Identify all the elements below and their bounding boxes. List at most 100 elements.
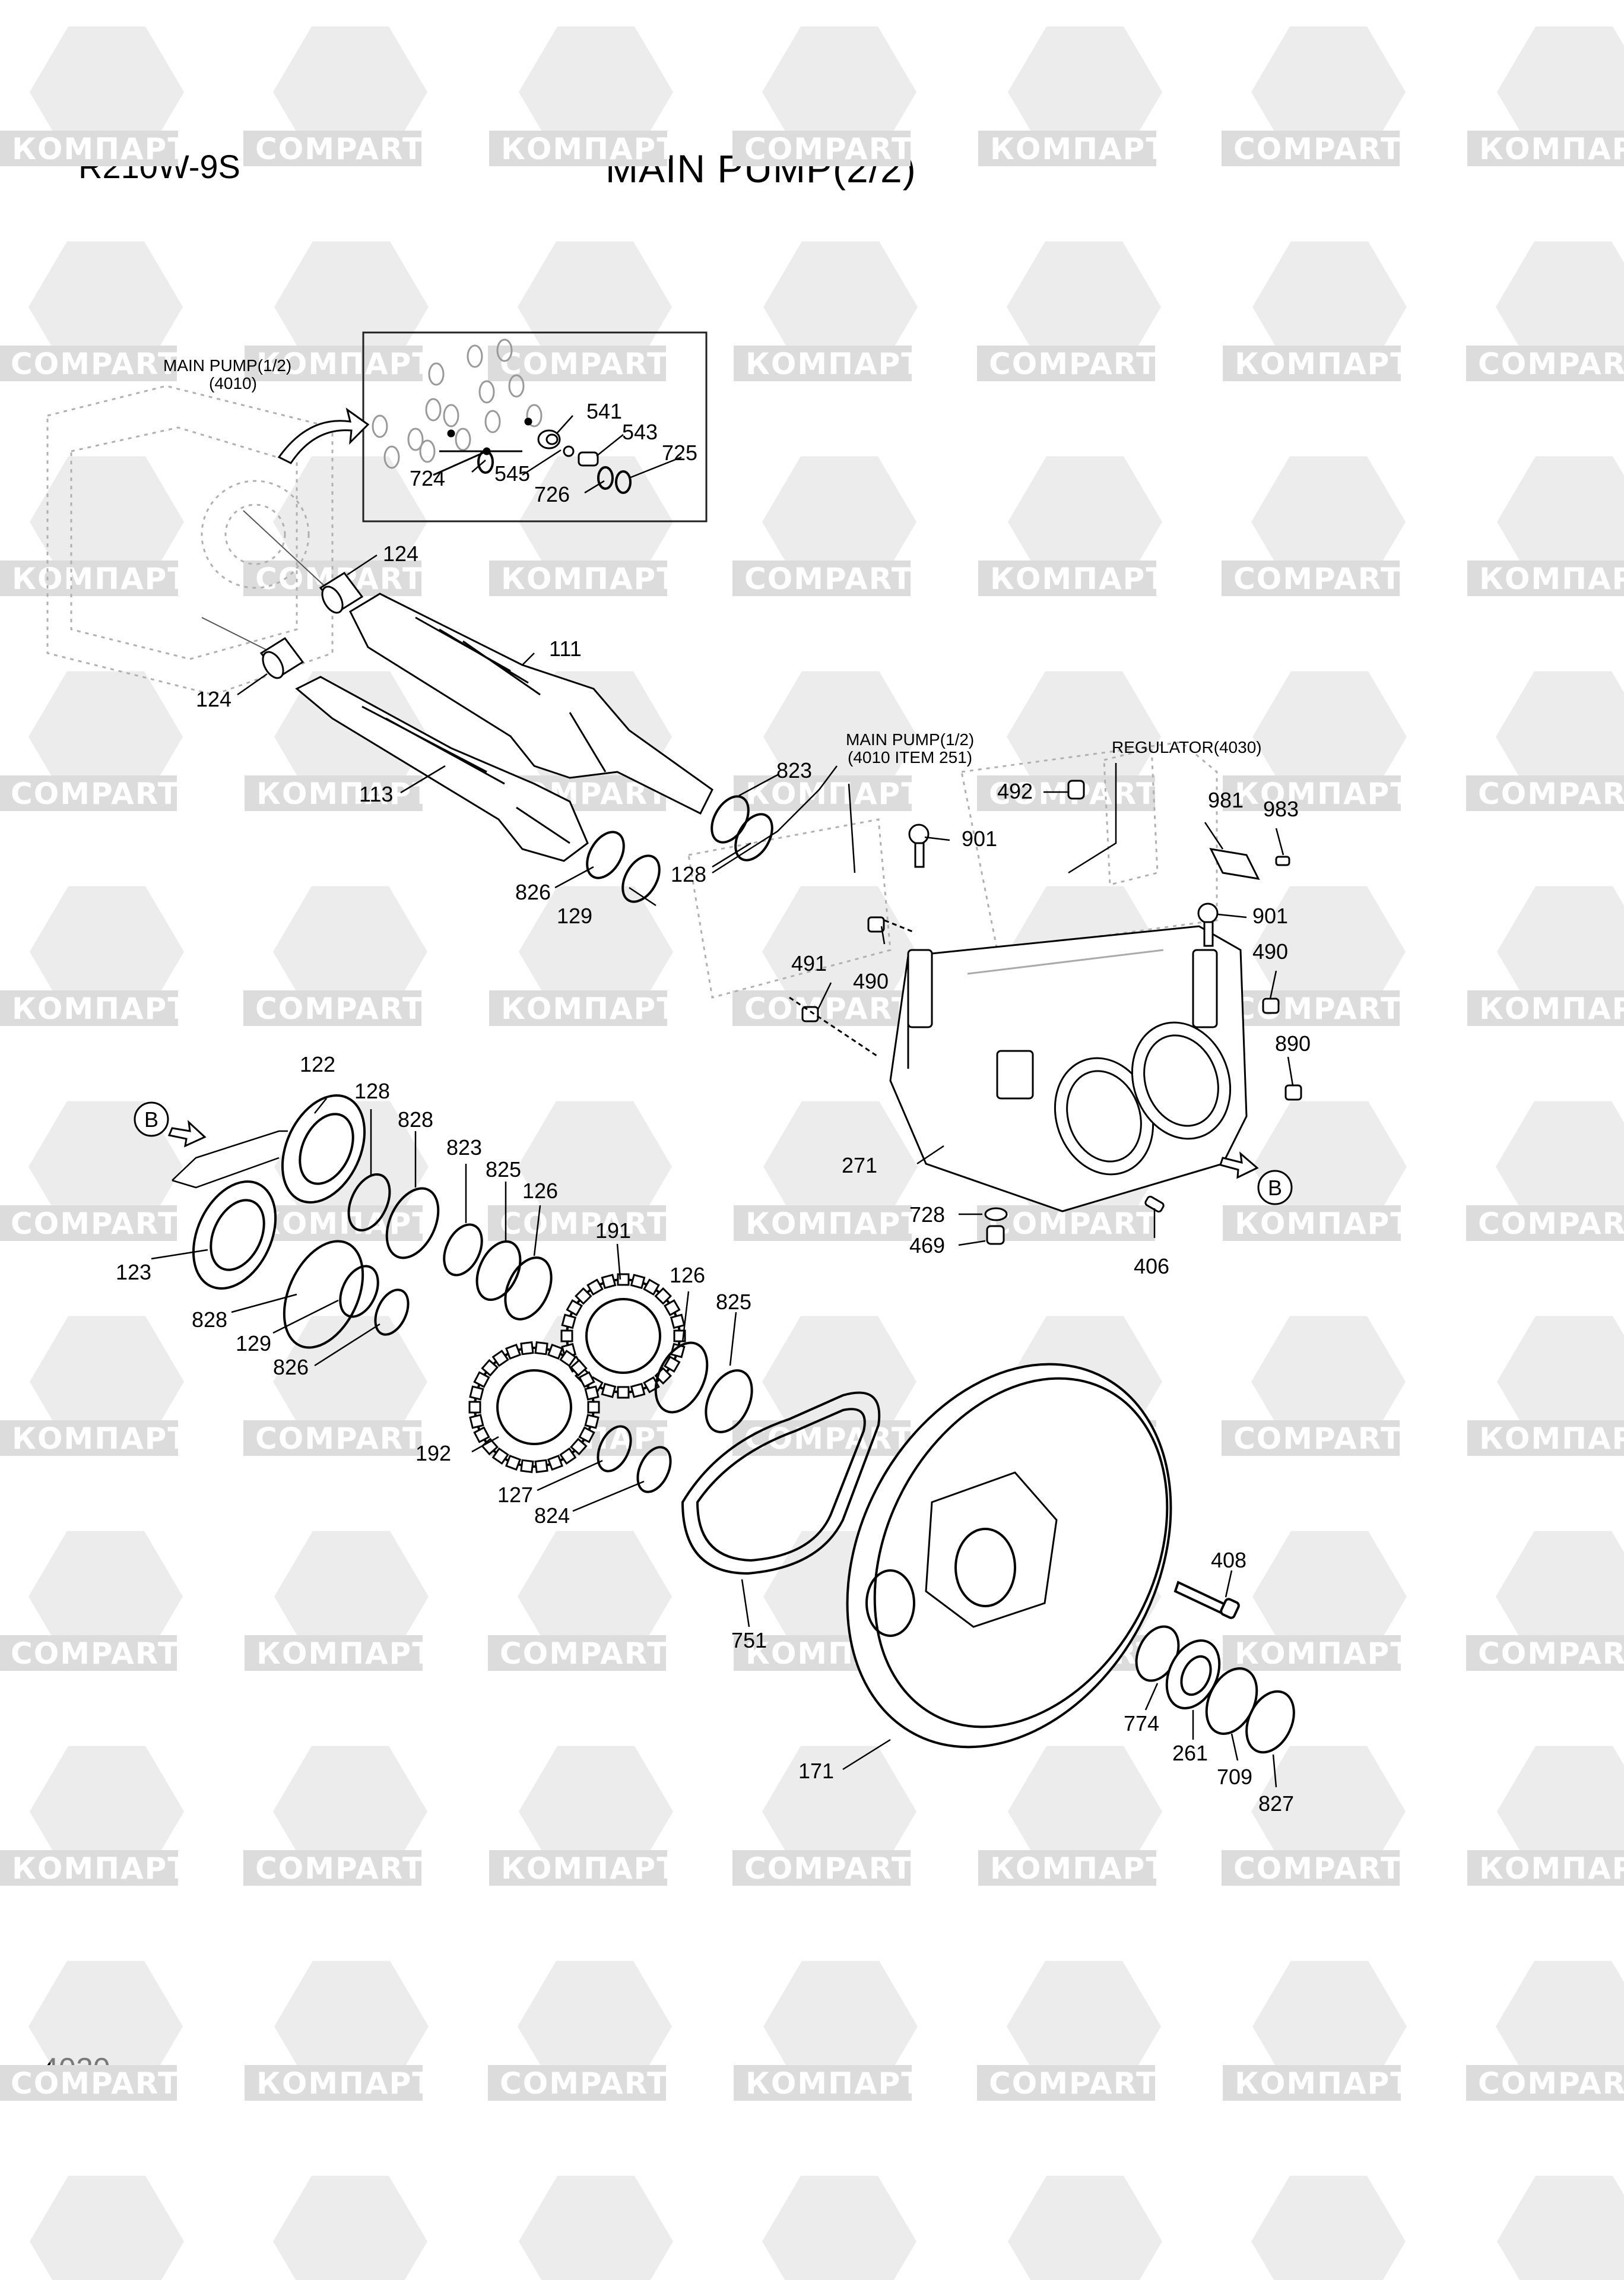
watermark-text: COMPART: [1478, 1636, 1624, 1671]
part-number: 128: [354, 1079, 390, 1103]
watermark-text: КОМПАРТ: [1235, 1206, 1412, 1241]
watermark-text: КОМПАРТ: [746, 2066, 922, 2101]
watermark-text: КОМПАРТ: [12, 992, 189, 1026]
watermark-hex: [1251, 1316, 1406, 1448]
watermark-hex: [1252, 241, 1407, 373]
gear-tooth: [559, 1447, 577, 1465]
watermark-text: КОМПАРТ: [1479, 132, 1624, 166]
part-number: 751: [731, 1628, 767, 1652]
watermark-hex: [30, 1316, 184, 1448]
gear-tooth: [566, 1299, 583, 1316]
watermark-text: COMPART: [744, 992, 913, 1026]
part-number: 543: [622, 420, 658, 444]
watermark-band: [977, 2065, 1155, 2101]
gear-tooth: [473, 1371, 490, 1388]
watermark-text: COMPART: [11, 1636, 179, 1671]
watermark-hex: [273, 886, 427, 1018]
watermark-band: [0, 560, 178, 596]
watermark-hex: [763, 241, 918, 373]
part-number: 469: [909, 1233, 945, 1258]
gear-tooth: [570, 1437, 588, 1456]
gear-tooth: [663, 1356, 681, 1373]
part-number: 901: [962, 826, 997, 851]
watermark-hex: [273, 26, 427, 158]
view-marker-label: B: [1268, 1176, 1282, 1200]
watermark-band: [488, 1205, 666, 1241]
part-number: 774: [1124, 1711, 1159, 1736]
watermark-text: COMPART: [1233, 562, 1402, 596]
gear-tooth: [630, 1382, 646, 1398]
watermark-hex: [273, 456, 427, 588]
watermark-hex: [1251, 886, 1406, 1018]
watermark-hex: [1008, 2176, 1162, 2280]
watermark-band: [1466, 775, 1624, 811]
end-cover: [846, 1363, 1172, 1749]
part-number: 492: [997, 779, 1033, 803]
bearings: [192, 1094, 366, 1290]
watermark-hex: [30, 1746, 184, 1877]
watermark-band: [0, 1205, 177, 1241]
watermark-text: КОМПАРТ: [746, 1206, 922, 1241]
watermark-text: КОМПАРТ: [1235, 1636, 1412, 1671]
part-number: 724: [410, 466, 445, 490]
part-number: 490: [853, 969, 889, 993]
watermark-hex: [518, 1101, 672, 1233]
watermark-text: КОМПАРТ: [1479, 1421, 1624, 1456]
watermark-hex: [762, 1746, 916, 1877]
watermark-band: [1466, 1635, 1624, 1671]
watermark-text: COMPART: [989, 1206, 1157, 1241]
watermark-band: [734, 1205, 912, 1241]
gear-tooth: [601, 1382, 617, 1398]
gear-tooth: [643, 1278, 660, 1296]
watermark-hex: [519, 2176, 673, 2280]
watermark-text: COMPART: [500, 1636, 668, 1671]
gear-tooth: [670, 1313, 686, 1329]
watermark-text: COMPART: [11, 1206, 179, 1241]
watermark-band: [1223, 775, 1401, 811]
pump-housing: [889, 925, 1248, 1212]
gear-tooth: [534, 1341, 548, 1356]
watermark-band: [734, 775, 912, 811]
watermark-hex: [1497, 886, 1624, 1018]
watermark-hex: [1497, 2176, 1624, 2280]
watermark-band: [488, 2065, 666, 2101]
watermark-hex: [518, 1531, 672, 1662]
part-number: 126: [670, 1263, 705, 1287]
watermark-band: [977, 775, 1155, 811]
watermark-band: [1223, 2065, 1401, 2101]
watermark-text: COMPART: [11, 347, 179, 381]
gear-tooth: [586, 1278, 604, 1296]
part-number: 261: [1172, 1741, 1208, 1765]
watermark-hex: [519, 26, 673, 158]
watermark-band: [732, 990, 911, 1026]
part-number: 828: [398, 1107, 433, 1132]
watermark-band: [488, 1635, 666, 1671]
watermark-hex: [763, 671, 918, 803]
watermark-text: КОМПАРТ: [256, 347, 433, 381]
part-number: 192: [415, 1441, 451, 1465]
watermark-text: КОМПАРТ: [990, 562, 1167, 596]
watermark-hex: [1252, 1961, 1407, 2092]
watermark-text: КОМПАРТ: [12, 562, 189, 596]
watermark-text: КОМПАРТ: [256, 777, 433, 811]
part-callouts: 541 543 725 724 545 726 124 124 111 113 …: [116, 399, 1311, 1816]
watermark-hex: [274, 1531, 429, 1662]
watermark-text: COMPART: [744, 132, 913, 166]
watermark-hex: [1251, 2176, 1406, 2280]
watermark-band: [0, 1635, 177, 1671]
watermark-hex: [1497, 26, 1624, 158]
watermark-hex: [1008, 26, 1162, 158]
watermark-text: КОМПАРТ: [501, 992, 678, 1026]
gear-tooth: [547, 1343, 564, 1360]
watermark-band: [1466, 1205, 1624, 1241]
watermark-text: КОМПАРТ: [990, 132, 1167, 166]
watermark-text: КОМПАРТ: [12, 1421, 189, 1456]
part-number: 113: [359, 782, 393, 806]
watermark-band: [1222, 990, 1400, 1026]
gear-tooth: [468, 1401, 481, 1414]
gear-tooth: [547, 1454, 564, 1471]
housing-small-parts: [789, 780, 1302, 1245]
watermark-hex: [1251, 26, 1406, 158]
gear-tooth: [578, 1426, 595, 1443]
part-number: 826: [273, 1355, 309, 1379]
